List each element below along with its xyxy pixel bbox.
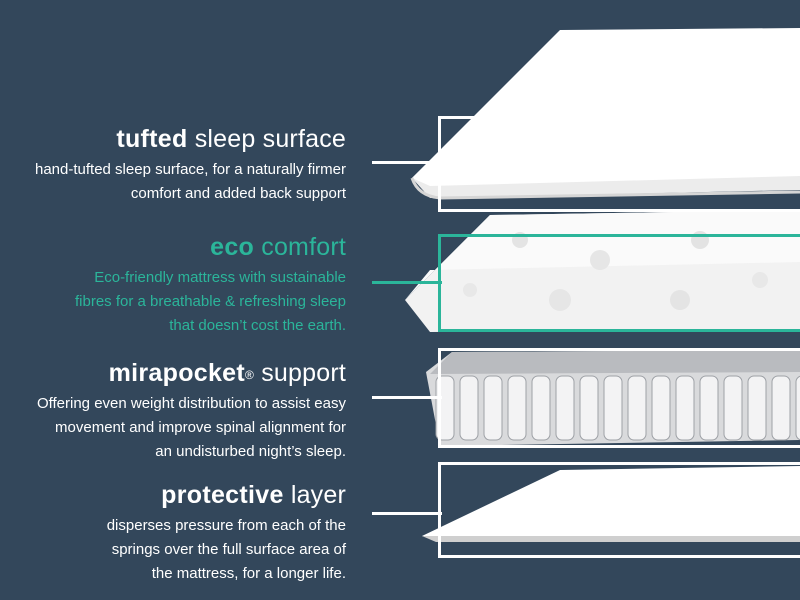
desc-line: hand-tufted sleep surface, for a natural… bbox=[35, 161, 346, 178]
eco-comfort-layer-text: eco comfort Eco-friendly mattress with s… bbox=[0, 232, 346, 338]
protective-connector-line bbox=[372, 512, 442, 515]
eco-comfort-layer-bracket bbox=[438, 234, 800, 332]
title-bold: protective bbox=[161, 481, 284, 509]
layer-description: disperses pressure from each of the spri… bbox=[0, 514, 346, 586]
spring-pocket bbox=[459, 375, 479, 441]
desc-line: fibres for a breathable & refreshing sle… bbox=[75, 293, 346, 310]
title-light: comfort bbox=[261, 233, 346, 261]
desc-line: movement and improve spinal alignment fo… bbox=[55, 419, 346, 436]
spring-pocket bbox=[747, 375, 767, 441]
tufted-layer-bracket bbox=[438, 116, 800, 212]
desc-line: disperses pressure from each of the bbox=[106, 517, 346, 534]
spring-pocket bbox=[651, 375, 671, 441]
protective-layer-bracket bbox=[438, 462, 800, 558]
eco-comfort-layer-image bbox=[405, 210, 800, 332]
spring-pocket bbox=[603, 375, 623, 441]
layer-description: Eco-friendly mattress with sustainable f… bbox=[0, 266, 346, 338]
tufted-layer-image bbox=[410, 28, 800, 200]
title-bold: mirapocket bbox=[108, 359, 245, 387]
desc-line: that doesn’t cost the earth. bbox=[169, 317, 346, 334]
desc-line: springs over the full surface area of bbox=[111, 541, 346, 558]
spring-pocket bbox=[795, 375, 800, 441]
title-bold: tufted bbox=[116, 125, 188, 153]
layer-description: hand-tufted sleep surface, for a natural… bbox=[0, 158, 346, 206]
eco-comfort-connector-line bbox=[372, 281, 442, 284]
mirapocket-connector-line bbox=[372, 396, 442, 399]
tufted-connector-line bbox=[372, 161, 442, 164]
desc-line: an undisturbed night’s sleep. bbox=[155, 443, 346, 460]
desc-line: Offering even weight distribution to ass… bbox=[36, 395, 346, 412]
mirapocket-layer-text: mirapocket® support Offering even weight… bbox=[0, 358, 346, 464]
spring-pocket bbox=[483, 375, 503, 441]
spring-pocket bbox=[531, 375, 551, 441]
spring-pocket bbox=[771, 375, 791, 441]
desc-line: Eco-friendly mattress with sustainable bbox=[94, 269, 346, 286]
layer-title: mirapocket® support bbox=[0, 358, 346, 388]
title-light: layer bbox=[290, 481, 346, 509]
title-bold: eco bbox=[210, 233, 255, 261]
title-light: support bbox=[261, 359, 346, 387]
layer-title: tufted sleep surface bbox=[0, 124, 346, 154]
layer-description: Offering even weight distribution to ass… bbox=[0, 392, 346, 464]
desc-line: the mattress, for a longer life. bbox=[151, 565, 346, 582]
layer-title: protective layer bbox=[0, 480, 346, 510]
protective-layer-text: protective layer disperses pressure from… bbox=[0, 480, 346, 586]
spring-pocket bbox=[627, 375, 647, 441]
pocket-spring-layer-image bbox=[426, 350, 800, 446]
title-light: sleep surface bbox=[194, 125, 346, 153]
spring-pocket bbox=[699, 375, 719, 441]
spring-pocket bbox=[579, 375, 599, 441]
tufted-layer-text: tufted sleep surface hand-tufted sleep s… bbox=[0, 124, 346, 206]
spring-pocket bbox=[675, 375, 695, 441]
mirapocket-layer-bracket bbox=[438, 348, 800, 448]
desc-line: comfort and added back support bbox=[130, 185, 346, 202]
spring-pocket bbox=[555, 375, 575, 441]
registered-mark: ® bbox=[245, 368, 255, 382]
protective-layer-image bbox=[422, 466, 800, 542]
layer-title: eco comfort bbox=[0, 232, 346, 262]
spring-pocket bbox=[507, 375, 527, 441]
spring-pocket bbox=[723, 375, 743, 441]
